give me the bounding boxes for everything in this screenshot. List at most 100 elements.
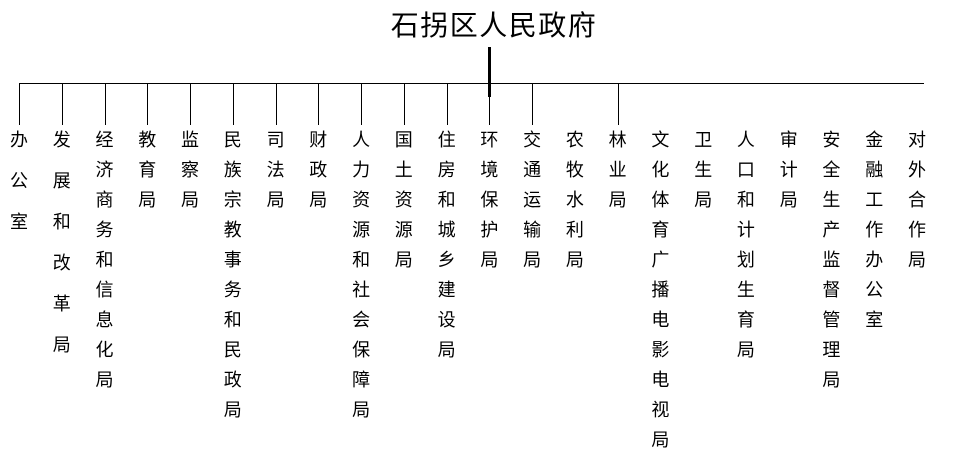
dept-label-char: 局: [694, 190, 713, 210]
dept-label-char: 人: [352, 130, 371, 150]
dept-label-char: 局: [779, 190, 798, 210]
dept-column: 国土资源局: [394, 131, 414, 281]
dept-label-char: 作: [865, 220, 884, 240]
dept-label-char: 计: [779, 160, 798, 180]
dept-label-char: 水: [565, 190, 584, 210]
dept-label: 林业局: [608, 131, 628, 221]
dept-label-char: 办: [865, 250, 884, 270]
dept-label-char: 育: [736, 310, 755, 330]
dept-connector-line: [275, 84, 277, 125]
dept-label-char: 资: [352, 190, 371, 210]
dept-label: 监察局: [180, 131, 200, 221]
dept-column: 住房和城乡建设局: [437, 131, 457, 371]
dept-label-char: 公: [865, 280, 884, 300]
dept-label-char: 务: [95, 220, 114, 240]
dept-label-char: 房: [437, 160, 456, 180]
dept-connector-line: [190, 84, 191, 125]
dept-label-char: 局: [394, 250, 413, 270]
dept-label-char: 电: [651, 310, 670, 330]
dept-label-char: 境: [480, 160, 499, 180]
dept-label-char: 合: [908, 190, 926, 210]
dept-label-char: 障: [352, 370, 371, 390]
dept-connector-line: [617, 84, 619, 125]
dept-label: 财政局: [308, 131, 328, 221]
dept-label-char: 交: [523, 130, 542, 150]
dept-label-char: 人: [736, 130, 755, 150]
dept-label-char: 监: [822, 250, 841, 270]
dept-label-char: 局: [95, 370, 114, 390]
dept-label-char: 和: [736, 190, 755, 210]
dept-connector-line: [532, 84, 534, 125]
dept-column: 人力资源和社会保障局: [351, 131, 371, 431]
dept-label-char: 财: [309, 130, 328, 150]
dept-label-char: 对: [908, 130, 926, 150]
dept-label: 经济商务和信息化局: [95, 131, 115, 401]
dept-label-char: 林: [608, 130, 627, 150]
dept-label: 办公室: [9, 131, 29, 254]
dept-column: 审计局: [779, 131, 799, 221]
dept-label-char: 局: [651, 430, 670, 450]
dept-label-char: 计: [736, 220, 755, 240]
dept-label-char: 和: [52, 212, 71, 232]
dept-column: 对外合作局: [907, 131, 927, 281]
dept-label-char: 革: [52, 294, 71, 314]
dept-connector-line: [489, 84, 491, 125]
dept-label-char: 局: [223, 400, 242, 420]
dept-label-char: 教: [223, 220, 242, 240]
dept-connector-line: [318, 84, 320, 125]
dept-label-char: 卫: [694, 130, 713, 150]
dept-label-char: 环: [480, 130, 499, 150]
dept-column: 林业局: [608, 131, 628, 221]
dept-label-char: 理: [822, 340, 841, 360]
dept-label-char: 局: [138, 190, 157, 210]
dept-label-char: 局: [565, 250, 584, 270]
dept-label-char: 和: [437, 190, 456, 210]
dept-label-char: 局: [608, 190, 627, 210]
dept-label-char: 室: [865, 310, 884, 330]
dept-label-char: 运: [523, 190, 542, 210]
dept-label-char: 局: [52, 335, 71, 355]
dept-label-char: 资: [394, 190, 413, 210]
dept-label-char: 文: [651, 130, 670, 150]
dept-label-char: 察: [181, 160, 199, 180]
dept-label: 交通运输局: [522, 131, 542, 281]
dept-label-char: 产: [822, 220, 841, 240]
dept-label-char: 事: [223, 250, 242, 270]
dept-label-char: 划: [736, 250, 755, 270]
dept-label: 国土资源局: [394, 131, 414, 281]
dept-label: 人口和计划生育局: [736, 131, 756, 371]
dept-column: 人口和计划生育局: [736, 131, 756, 371]
dept-label-char: 外: [908, 160, 926, 180]
dept-column: 交通运输局: [522, 131, 542, 281]
dept-label-char: 牧: [565, 160, 584, 180]
dept-label-char: 局: [908, 250, 926, 270]
dept-label-char: 办: [10, 130, 28, 150]
dept-label-char: 局: [352, 400, 371, 420]
dept-label-char: 利: [565, 220, 584, 240]
dept-label-char: 农: [565, 130, 584, 150]
dept-connector-line: [232, 84, 234, 125]
dept-label-char: 局: [736, 340, 755, 360]
title-connector-line: [488, 47, 491, 97]
dept-label-char: 作: [908, 220, 926, 240]
dept-label-char: 审: [779, 130, 798, 150]
dept-label-char: 室: [10, 212, 28, 232]
dept-label-char: 育: [651, 220, 670, 240]
dept-label-char: 广: [651, 250, 670, 270]
dept-label-char: 国: [394, 130, 413, 150]
dept-label-char: 视: [651, 400, 670, 420]
dept-column: 司法局: [266, 131, 286, 221]
page-title: 石拐区人民政府: [390, 11, 598, 42]
dept-column: 教育局: [137, 131, 157, 221]
dept-label: 民族宗教事务和民政局: [223, 131, 243, 431]
dept-label-char: 电: [651, 370, 670, 390]
dept-label-char: 教: [138, 130, 157, 150]
dept-column: 文化体育广播电影电视局: [650, 131, 670, 461]
dept-label: 发展和改革局: [52, 131, 72, 377]
dept-label-char: 乡: [437, 250, 456, 270]
dept-label: 住房和城乡建设局: [437, 131, 457, 371]
dept-label-char: 发: [52, 130, 71, 150]
dept-label-char: 信: [95, 280, 114, 300]
dept-label-char: 民: [223, 340, 242, 360]
